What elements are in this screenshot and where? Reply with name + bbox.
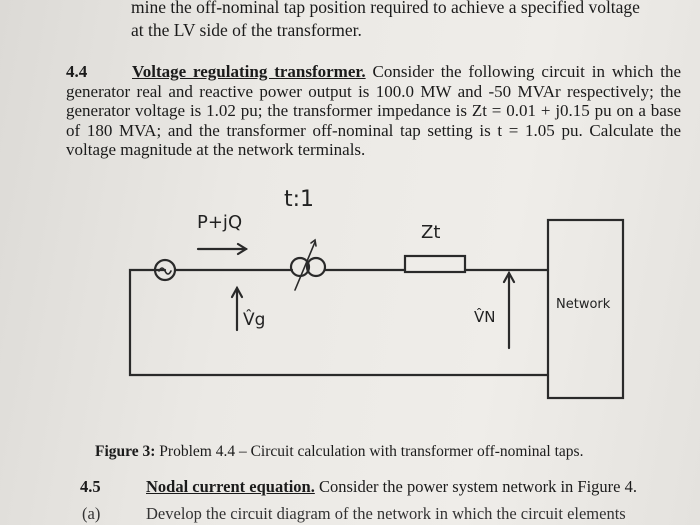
next-problem-title: Nodal current equation. [146,477,315,496]
problem-paragraph: 4.4 Voltage regulating transformer. Consi… [66,62,681,160]
figure-label: Figure 3: [95,443,156,460]
figure-caption-text: Problem 4.4 – Circuit calculation with t… [155,443,584,460]
generator-wave [158,267,172,275]
next-part-text: Develop the circuit diagram of the netwo… [146,504,626,523]
impedance-label: Zt [421,222,440,243]
next-problem-text: Consider the power system network in Fig… [314,477,637,496]
circuit-diagram: t:1 P+jQ Zt V̂g V̂N Network [128,187,625,400]
transformer-tap-arrow [294,241,316,291]
transformer-coil-2 [305,256,327,278]
problem-number: 4.4 [66,62,88,81]
left-wire [128,268,550,377]
problem-4-4: 4.4 Voltage regulating transformer. Consi… [66,62,681,160]
figure-caption: Figure 3: Problem 4.4 – Circuit calculat… [95,443,583,461]
next-problem-number: 4.5 [80,477,101,496]
problem-text: Consider the following circuit in which … [66,62,682,160]
vg-label: V̂g [243,309,265,330]
power-label: P+jQ [197,212,242,233]
vn-label: V̂N [474,307,495,326]
impedance-box [403,254,467,274]
next-part: (a) Develop the circuit diagram of the ne… [82,504,626,524]
problem-title: Voltage regulating transformer. [132,62,366,81]
network-label: Network [556,297,611,312]
intro-line-1: mine the off-nominal tap position requir… [131,0,640,17]
next-part-label: (a) [82,504,101,523]
tap-ratio-label: t:1 [284,187,314,212]
intro-line-2: at the LV side of the transformer. [131,20,362,40]
network-box [546,218,625,400]
problem-4-5: 4.5 Nodal current equation. Consider the … [80,477,637,497]
